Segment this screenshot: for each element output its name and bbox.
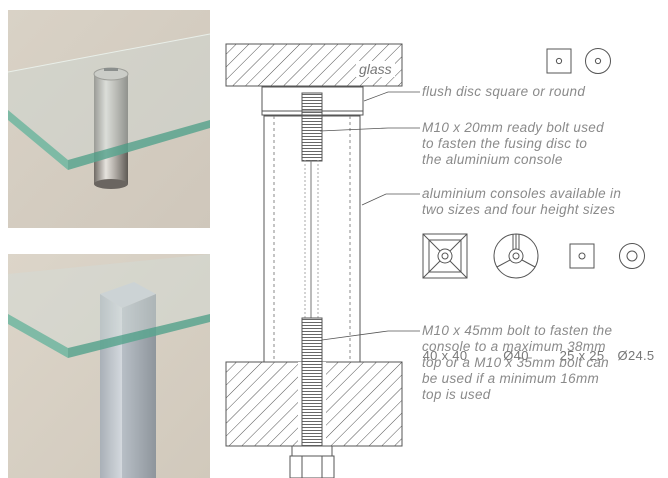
size-label-25x25: 25 x 25 xyxy=(559,348,605,363)
size-label-d40: Ø40 xyxy=(503,348,529,363)
size-label-d24-5: Ø24.5 xyxy=(617,348,655,363)
leader-lines xyxy=(319,91,420,341)
round-standoff-photo xyxy=(8,10,210,228)
ready-bolt-label: M10 x 20mm ready bolt used to fasten the… xyxy=(422,120,604,168)
ready-bolt-line-3: the aluminium console xyxy=(422,152,563,167)
bottom-bolt xyxy=(289,160,335,478)
top-bolt xyxy=(301,92,323,162)
bottom-bolt-label: M10 x 45mm bolt to fasten the console to… xyxy=(422,323,612,403)
round-40-console-icon xyxy=(493,233,539,279)
glass-label: glass xyxy=(356,61,395,77)
square-40-console-icon xyxy=(422,233,468,279)
bolt-45-line-1: M10 x 45mm bolt to fasten the xyxy=(422,323,613,338)
square-standoff-photo xyxy=(8,254,210,478)
round-24-console-icon xyxy=(619,243,645,269)
square-25-console-icon xyxy=(569,243,595,269)
ready-bolt-line-1: M10 x 20mm ready bolt used xyxy=(422,120,604,135)
round-disc-icon xyxy=(585,48,611,74)
bolt-45-line-3: top or a M10 x 35mm bolt can xyxy=(422,355,609,370)
size-label-40x40: 40 x 40 xyxy=(422,348,468,363)
bolt-45-line-5: top is used xyxy=(422,387,491,402)
bolt-45-line-2: console to a maximum 38mm xyxy=(422,339,606,354)
consoles-line-2: two sizes and four height sizes xyxy=(422,202,616,217)
consoles-line-1: aluminium consoles available in xyxy=(422,186,622,201)
flush-disc-label: flush disc square or round xyxy=(422,84,585,100)
consoles-label: aluminium consoles available in two size… xyxy=(422,186,621,218)
ready-bolt-line-2: to fasten the fusing disc to xyxy=(422,136,588,151)
square-disc-icon xyxy=(546,48,572,74)
flush-disc-text: flush disc square or round xyxy=(422,84,586,99)
bolt-45-line-4: be used if a minimum 16mm xyxy=(422,371,600,386)
